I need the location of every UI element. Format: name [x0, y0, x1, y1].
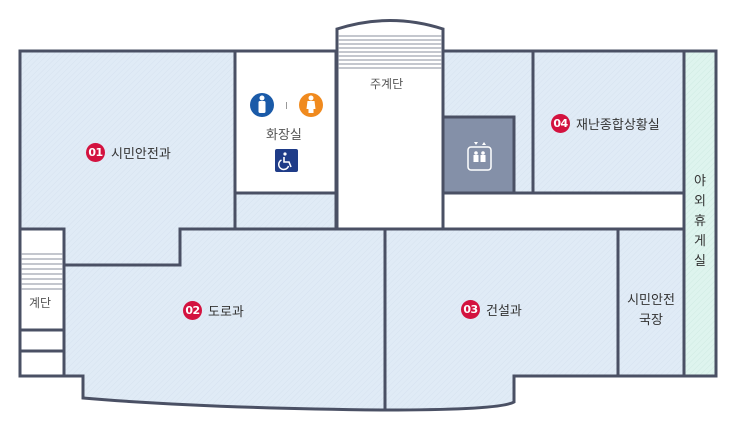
stairs-label: 계단	[29, 296, 52, 310]
outdoor-lounge-area[interactable]	[682, 49, 718, 378]
elevator-icon	[467, 142, 492, 171]
room-03-badge: 03	[461, 300, 480, 319]
room-03-area[interactable]	[383, 227, 620, 412]
room-01-name: 시민안전과	[111, 147, 171, 162]
corridor	[441, 191, 686, 231]
room-04-name: 재난종합상황실	[576, 118, 660, 133]
female-restroom-icon	[299, 93, 323, 117]
director-office-area[interactable]	[616, 227, 686, 378]
male-restroom-icon	[250, 93, 274, 117]
room-03-name: 건설과	[486, 304, 522, 319]
main-stairs-area[interactable]	[335, 19, 445, 231]
room-02-name: 도로과	[208, 305, 244, 320]
main-stairs-label: 주계단	[370, 77, 404, 91]
director-office-label: 시민안전 국장	[627, 293, 675, 328]
room-04-label: 04 재난종합상황실	[551, 114, 660, 133]
room-04-badge: 04	[551, 114, 570, 133]
room-01-label: 01 시민안전과	[86, 143, 171, 162]
stairs-steps	[21, 253, 63, 290]
room-02-label: 02 도로과	[183, 301, 244, 320]
accessible-restroom-icon	[275, 149, 298, 172]
room-02-badge: 02	[183, 301, 202, 320]
storage-under-restroom	[233, 191, 338, 231]
main-stairs-steps	[338, 35, 442, 69]
room-03-label: 03 건설과	[461, 300, 522, 319]
room-02-area[interactable]	[62, 227, 387, 412]
outdoor-lounge-label: 야 외 휴 게 실	[694, 174, 706, 269]
room-01-badge: 01	[86, 143, 105, 162]
restroom-label: 화장실	[266, 128, 302, 143]
